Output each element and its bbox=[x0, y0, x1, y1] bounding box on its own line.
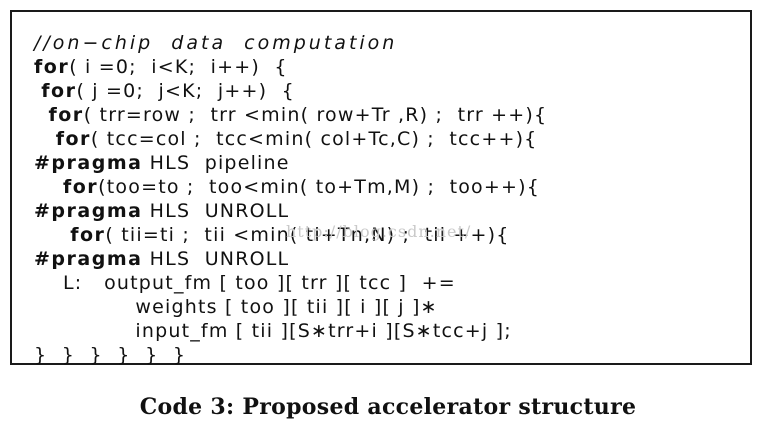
code-line: L: output_fm [ too ][ trr ][ tcc ] += bbox=[34, 271, 547, 295]
code-indent bbox=[34, 128, 56, 150]
code-text: HLS pipeline bbox=[142, 152, 290, 174]
code-listing: //on−chip data computation for( i =0; i<… bbox=[34, 31, 547, 367]
code-line: for( j =0; j<K; j++) { bbox=[34, 79, 547, 103]
code-text: ( trr=row ; trr <min( row+Tr ,R) ; trr +… bbox=[83, 104, 548, 126]
code-line: for( tii=ti ; tii <min( ti+Tn,N) ; tii +… bbox=[34, 223, 547, 247]
code-text: ( tii=ti ; tii <min( ti+Tn,N) ; tii ++){ bbox=[105, 224, 510, 246]
code-indent bbox=[34, 296, 135, 318]
code-keyword: for bbox=[70, 224, 106, 246]
code-text: ( j =0; j<K; j++) { bbox=[76, 80, 295, 102]
code-text: HLS UNROLL bbox=[142, 248, 290, 270]
code-indent bbox=[34, 272, 63, 294]
code-text: //on−chip data computation bbox=[34, 32, 398, 54]
code-line: input_fm [ tii ][S∗trr+i ][S∗tcc+j ]; bbox=[34, 319, 547, 343]
code-line: } } } } } } bbox=[34, 343, 547, 367]
code-text: weights [ too ][ tii ][ i ][ j ]∗ bbox=[135, 296, 438, 318]
code-text: ( i =0; i<K; i++) { bbox=[69, 56, 288, 78]
code-keyword: for bbox=[41, 80, 77, 102]
code-keyword: for bbox=[48, 104, 84, 126]
code-text: } } } } } } bbox=[34, 344, 187, 366]
code-listing-frame: //on−chip data computation for( i =0; i<… bbox=[10, 10, 752, 367]
code-keyword: #pragma bbox=[34, 200, 143, 222]
code-text: (too=to ; too<min( to+Tm,M) ; too++){ bbox=[98, 176, 541, 198]
code-line: //on−chip data computation bbox=[34, 31, 547, 55]
code-line: for( tcc=col ; tcc<min( col+Tc,C) ; tcc+… bbox=[34, 127, 547, 151]
code-line: for( i =0; i<K; i++) { bbox=[34, 55, 547, 79]
code-line: weights [ too ][ tii ][ i ][ j ]∗ bbox=[34, 295, 547, 319]
code-line: for( trr=row ; trr <min( row+Tr ,R) ; tr… bbox=[34, 103, 547, 127]
code-keyword: for bbox=[62, 176, 99, 198]
code-caption: Code 3: Proposed accelerator structure bbox=[139, 394, 637, 420]
code-keyword: #pragma bbox=[34, 152, 143, 174]
code-indent bbox=[34, 104, 48, 126]
code-indent bbox=[34, 224, 70, 246]
code-indent bbox=[34, 320, 135, 342]
code-text: L: output_fm [ too ][ trr ][ tcc ] += bbox=[62, 272, 456, 294]
code-text: input_fm [ tii ][S∗trr+i ][S∗tcc+j ]; bbox=[135, 320, 512, 342]
code-keyword: #pragma bbox=[34, 248, 143, 270]
code-line: #pragma HLS pipeline bbox=[34, 151, 547, 175]
code-line: #pragma HLS UNROLL bbox=[34, 247, 547, 271]
code-keyword: for bbox=[55, 128, 91, 150]
code-text: ( tcc=col ; tcc<min( col+Tc,C) ; tcc++){ bbox=[90, 128, 538, 150]
code-line: for(too=to ; too<min( to+Tm,M) ; too++){ bbox=[34, 175, 547, 199]
code-indent bbox=[34, 176, 63, 198]
code-text: HLS UNROLL bbox=[142, 200, 290, 222]
code-line: #pragma HLS UNROLL bbox=[34, 199, 547, 223]
code-keyword: for bbox=[34, 56, 70, 78]
